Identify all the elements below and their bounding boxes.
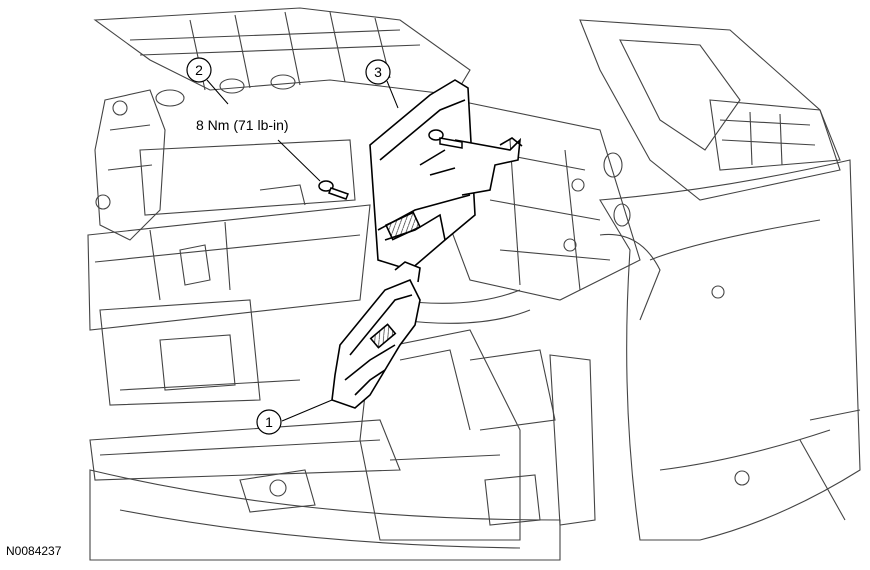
callout-3-label: 3 — [374, 64, 382, 80]
leader-lines — [206, 79, 399, 422]
figure-id: N0084237 — [6, 544, 62, 558]
screw — [318, 180, 349, 200]
callout-1-label: 1 — [265, 414, 273, 430]
module-bracket — [369, 79, 523, 271]
connector-bracket — [331, 261, 421, 409]
leader-3 — [386, 80, 399, 109]
callout-2: 2 — [186, 57, 212, 83]
torque-label-bg — [192, 116, 320, 134]
callout-3: 3 — [365, 59, 391, 85]
vehicle-structure — [87, 7, 861, 561]
torque-spec-label: 8 Nm (71 lb-in) — [196, 117, 289, 133]
callout-2-label: 2 — [195, 62, 203, 78]
leader-torque — [277, 139, 321, 182]
callout-1: 1 — [256, 409, 282, 435]
module-bolt — [428, 129, 463, 149]
leader-2 — [206, 79, 229, 105]
leader-1 — [281, 399, 333, 422]
